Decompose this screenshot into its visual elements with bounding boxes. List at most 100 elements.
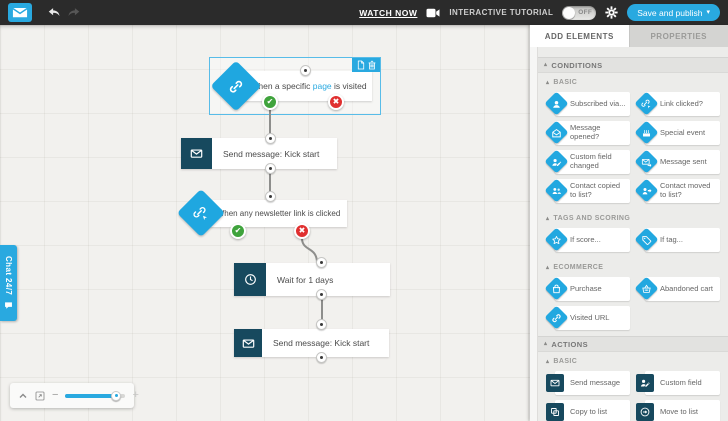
chat-bubble-icon — [4, 301, 13, 310]
fit-screen-icon[interactable] — [35, 391, 45, 401]
contact-move-icon — [634, 178, 659, 203]
zoom-slider-handle[interactable] — [111, 390, 122, 401]
collapse-panel-icon[interactable] — [18, 391, 28, 401]
element-label: Custom field — [645, 371, 720, 395]
section-title: ACTIONS — [551, 339, 588, 349]
save-publish-button[interactable]: Save and publish ▾ — [627, 4, 720, 21]
group-header-ecommerce[interactable]: ▴ECOMMERCE — [538, 258, 728, 275]
element-move-to-list[interactable]: Move to list — [636, 400, 720, 421]
collapse-triangle-icon: ▴ — [546, 215, 550, 222]
workflow-canvas[interactable]: When a specific page is visited ✔ ✖ Send… — [0, 25, 530, 421]
sidebar-tabs: ADD ELEMENTS PROPERTIES — [530, 25, 728, 47]
section-header-actions[interactable]: ▴ACTIONS — [538, 336, 728, 352]
connector-dot[interactable] — [316, 319, 327, 330]
zoom-slider-fill — [65, 393, 117, 398]
element-label: Send message — [555, 371, 630, 395]
element-custom-field-changed[interactable]: Custom field changed — [544, 149, 630, 174]
tab-properties[interactable]: PROPERTIES — [628, 25, 728, 47]
connector-dot[interactable] — [265, 133, 276, 144]
element-label: Move to list — [645, 400, 720, 421]
interactive-tutorial-label: INTERACTIVE TUTORIAL — [449, 8, 554, 17]
duplicate-node-icon[interactable] — [357, 60, 365, 70]
delete-node-icon[interactable] — [368, 60, 376, 70]
redo-icon[interactable] — [67, 7, 80, 18]
collapse-triangle-icon: ▴ — [546, 79, 550, 86]
element-custom-field[interactable]: Custom field — [636, 371, 720, 395]
element-label: Purchase — [555, 277, 630, 301]
collapse-triangle-icon: ▴ — [546, 358, 550, 365]
group-title: BASIC — [553, 79, 578, 86]
collapse-triangle-icon: ▴ — [544, 341, 548, 347]
purchase-icon — [544, 276, 569, 301]
section-header-conditions[interactable]: ▴CONDITIONS — [538, 57, 728, 73]
yes-branch-badge[interactable]: ✔ — [230, 223, 246, 239]
connector-dot[interactable] — [316, 352, 327, 363]
chat-tab-label: Chat 24/7 — [4, 256, 13, 296]
sidebar: ADD ELEMENTS PROPERTIES ▴CONDITIONS▴BASI… — [530, 25, 728, 421]
cart-icon — [634, 276, 659, 301]
no-branch-badge[interactable]: ✖ — [294, 223, 310, 239]
element-label: Copy to list — [555, 400, 630, 421]
node-toolbar — [352, 58, 380, 72]
element-visited-url[interactable]: Visited URL — [544, 305, 630, 330]
collapse-triangle-icon: ▴ — [544, 62, 548, 68]
connector-dot[interactable] — [265, 163, 276, 174]
element-contact-moved-to-list[interactable]: Contact moved to list? — [634, 178, 720, 203]
node-page-visited-diamond[interactable] — [210, 60, 262, 112]
zoom-out-button[interactable]: − — [52, 389, 59, 401]
element-abandoned-cart[interactable]: Abandoned cart — [634, 276, 720, 301]
link-click-icon — [193, 206, 209, 221]
zoom-slider[interactable] — [65, 390, 126, 401]
app-logo[interactable] — [8, 3, 32, 22]
star-icon — [544, 227, 569, 252]
element-subscribed-via[interactable]: Subscribed via... — [544, 91, 630, 116]
envelope-logo-icon — [12, 7, 28, 18]
connector-dot[interactable] — [316, 289, 327, 300]
group-header-basic[interactable]: ▴BASIC — [538, 73, 728, 90]
tag-icon — [634, 227, 659, 252]
mail-open-icon — [544, 120, 569, 145]
connector-dot[interactable] — [316, 257, 327, 268]
group-header-tags-and-scoring[interactable]: ▴TAGS AND SCORING — [538, 209, 728, 226]
connector-dot[interactable] — [300, 65, 311, 76]
tab-add-elements[interactable]: ADD ELEMENTS — [530, 25, 629, 47]
element-message-sent[interactable]: Message sent — [634, 149, 720, 174]
no-branch-badge[interactable]: ✖ — [328, 94, 344, 110]
element-link-clicked[interactable]: Link clicked? — [634, 91, 720, 116]
group-header-basic[interactable]: ▴BASIC — [538, 352, 728, 369]
node-send-message-1[interactable]: Send message: Kick start — [181, 138, 337, 169]
tutorial-toggle[interactable]: OFF — [562, 5, 597, 20]
node-wait[interactable]: Wait for 1 days — [234, 263, 390, 296]
element-purchase[interactable]: Purchase — [544, 276, 630, 301]
element-contact-copied-to-list[interactable]: Contact copied to list? — [544, 178, 630, 203]
element-if-score[interactable]: If score... — [544, 227, 630, 252]
element-copy-to-list[interactable]: Copy to list — [546, 400, 630, 421]
zoom-in-button[interactable]: + — [132, 389, 139, 401]
connector-dot[interactable] — [265, 191, 276, 202]
element-send-message[interactable]: Send message — [546, 371, 630, 395]
element-message-opened[interactable]: Message opened? — [544, 120, 630, 145]
toggle-state-label: OFF — [578, 9, 593, 16]
page-link[interactable]: page — [312, 81, 332, 91]
undo-icon[interactable] — [48, 7, 61, 18]
video-camera-icon — [426, 8, 440, 18]
link-icon — [544, 305, 569, 330]
settings-gear-icon[interactable] — [605, 6, 618, 19]
node-link-clicked[interactable]: When any newsletter link is clicked — [210, 200, 347, 227]
node-send-message-2[interactable]: Send message: Kick start — [234, 329, 389, 357]
watch-now-link[interactable]: WATCH NOW — [359, 7, 418, 18]
collapse-triangle-icon: ▴ — [546, 264, 550, 271]
save-publish-label: Save and publish — [637, 7, 703, 18]
user-edit-icon — [636, 374, 654, 392]
group-title: TAGS AND SCORING — [553, 215, 631, 222]
yes-branch-badge[interactable]: ✔ — [262, 94, 278, 110]
chat-tab[interactable]: Chat 24/7 — [0, 245, 17, 321]
element-special-event[interactable]: Special event — [634, 120, 720, 145]
envelope-icon — [181, 138, 212, 169]
group-title: ECOMMERCE — [553, 264, 604, 271]
element-if-tag[interactable]: If tag... — [634, 227, 720, 252]
clock-icon — [234, 263, 266, 296]
node-link-clicked-diamond[interactable] — [176, 188, 226, 238]
